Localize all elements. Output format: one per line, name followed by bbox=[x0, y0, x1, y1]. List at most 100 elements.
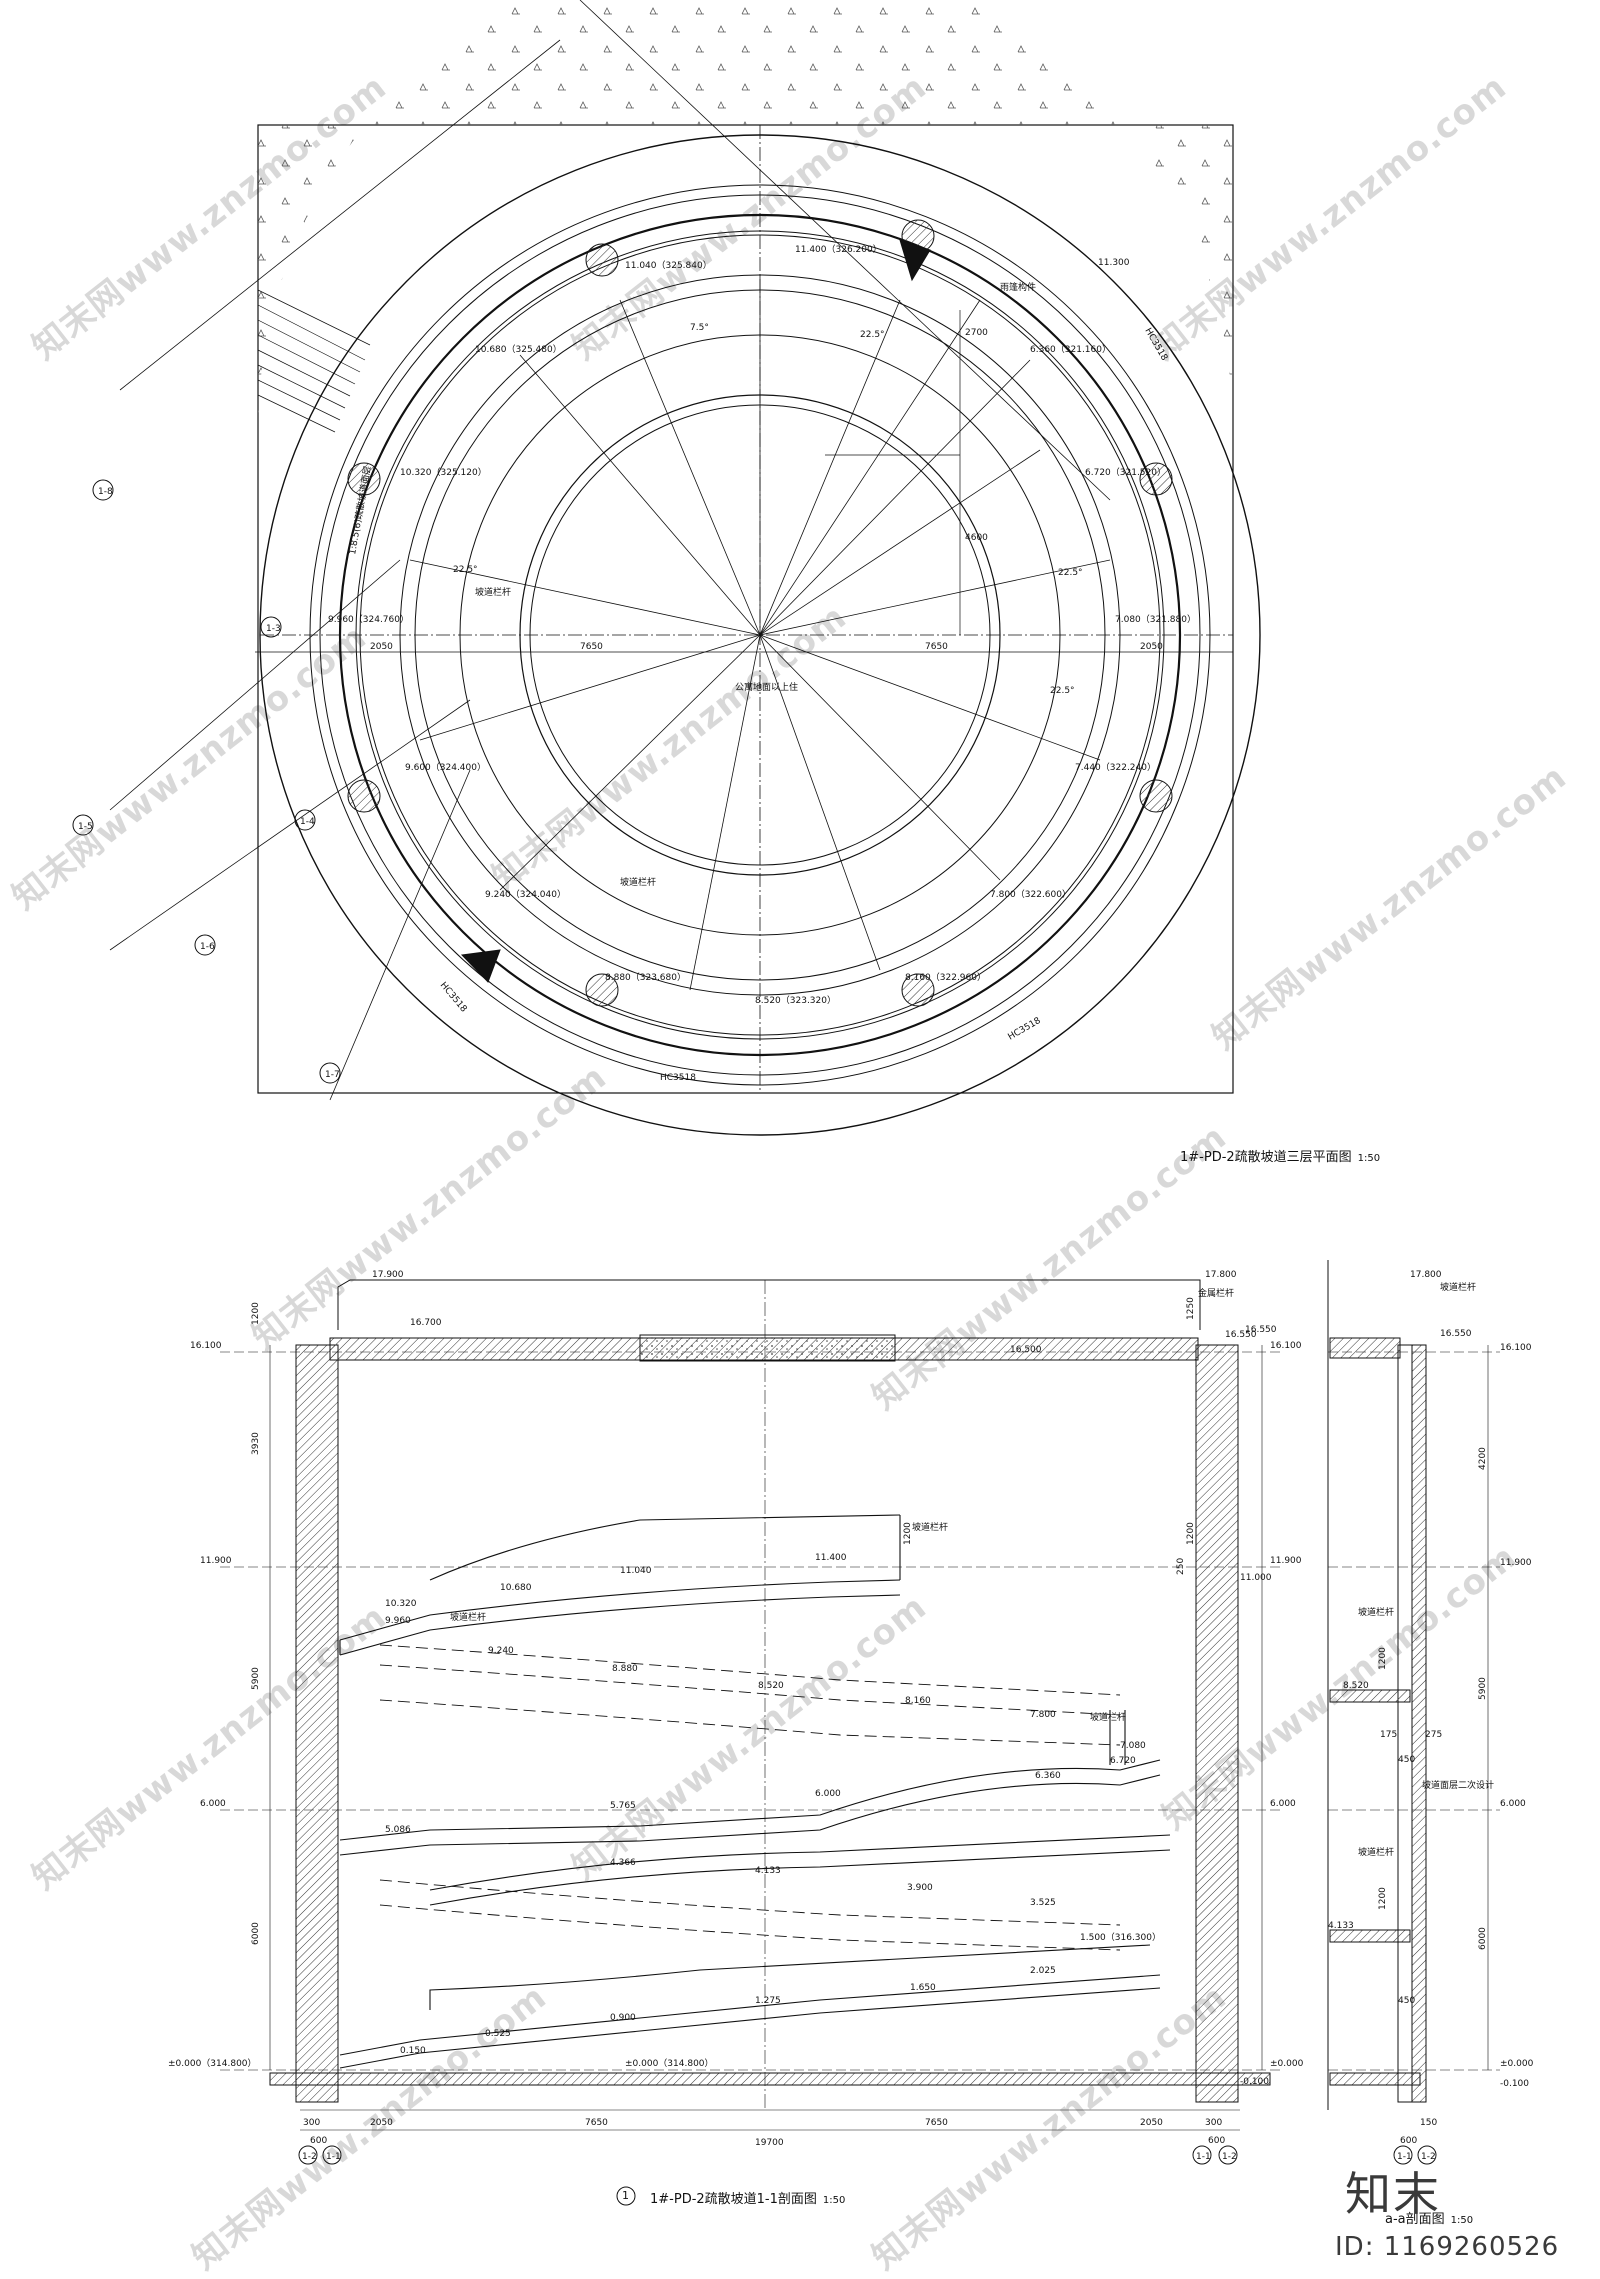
plan-view bbox=[72, 0, 1261, 1136]
level-label: 6.000 bbox=[200, 1799, 226, 1809]
section-scale: 1:50 bbox=[822, 2195, 846, 2206]
axis-bubble bbox=[1218, 2145, 1238, 2165]
axis-label: 1-5 bbox=[78, 822, 93, 832]
level-label: 8.520 bbox=[1343, 1681, 1369, 1691]
level-label: 11.900 bbox=[200, 1556, 232, 1566]
dim-label: 4200 bbox=[1478, 1447, 1488, 1470]
dim-label: 1200 bbox=[903, 1522, 913, 1545]
elevation-label: 7.080（321.880） bbox=[1115, 614, 1196, 625]
axis-bubble bbox=[92, 479, 114, 501]
note-label: 金属栏杆 bbox=[1198, 1287, 1234, 1299]
detail-beam bbox=[1329, 1929, 1411, 1943]
ramp-direction-arrow bbox=[460, 949, 501, 983]
axis-label: 1-8 bbox=[98, 487, 113, 497]
axis-bubble bbox=[1192, 2145, 1212, 2165]
level-label: ±0.000（314.800） bbox=[168, 2058, 257, 2069]
ramp-level-label: 11.400 bbox=[815, 1553, 847, 1563]
wall-right bbox=[1195, 1344, 1239, 2103]
elevation-label: 8.520（323.320） bbox=[755, 995, 836, 1006]
plan-frame bbox=[257, 124, 1234, 1094]
angle-label: 22.5° bbox=[1058, 568, 1083, 578]
level-label: 16.700 bbox=[410, 1318, 442, 1328]
section-title: 1#-PD-2疏散坡道1-1剖面图 bbox=[650, 2192, 817, 2207]
ramp-level-label: 0.525 bbox=[485, 2029, 511, 2039]
axis-label: 1-3 bbox=[266, 624, 281, 634]
angle-label: 22.5° bbox=[453, 565, 478, 575]
axis-bubble bbox=[194, 934, 216, 956]
detail-scale: 1:50 bbox=[1450, 2215, 1474, 2226]
detail-wall bbox=[1397, 1344, 1413, 2103]
elevation-label: 10.320（325.120） bbox=[400, 467, 487, 478]
dim-label: 6000 bbox=[1478, 1927, 1488, 1950]
axis-label: 1-2 bbox=[302, 2152, 317, 2162]
level-label: 16.500 bbox=[1010, 1345, 1042, 1355]
section-labels: 16.100 11.900 6.000 ±0.000（314.800） 16.5… bbox=[168, 1270, 1304, 2162]
dim-label: 19700 bbox=[755, 2138, 784, 2148]
dim-label: 2050 bbox=[1140, 642, 1163, 652]
brand-id: ID: 1169260526 bbox=[1335, 2232, 1560, 2262]
level-label: 11.900 bbox=[1270, 1556, 1302, 1566]
level-label: 16.100 bbox=[1500, 1343, 1532, 1353]
axis-bubble bbox=[260, 616, 282, 638]
axis-bubble bbox=[294, 809, 316, 831]
axis-bubble bbox=[1393, 2145, 1413, 2165]
axis-label: 1-2 bbox=[1222, 2152, 1237, 2162]
ramp-level-label: 5.765 bbox=[610, 1801, 636, 1811]
elevation-label: 8.160（322.960） bbox=[905, 972, 986, 983]
dim-label: 2050 bbox=[1140, 2118, 1163, 2128]
dim-label: 300 bbox=[303, 2118, 320, 2128]
column bbox=[1139, 462, 1173, 496]
note-label: HC3518 bbox=[438, 981, 469, 1015]
note-label: 雨篷构件 bbox=[1000, 281, 1036, 293]
ramp-level-label: 7.080 bbox=[1120, 1741, 1146, 1751]
ramp-level-label: 5.086 bbox=[385, 1825, 411, 1835]
ramp-level-label: 8.880 bbox=[612, 1664, 638, 1674]
axis-bubble bbox=[72, 814, 94, 836]
note-label: 坡道栏杆 bbox=[1358, 1846, 1394, 1858]
dim-label: 1200 bbox=[1186, 1522, 1196, 1545]
section-number: 1 bbox=[622, 2189, 629, 2202]
elevation-label: 11.400（326.200） bbox=[795, 244, 882, 255]
section-view bbox=[220, 1279, 1280, 2206]
note-label: 坡道栏杆 bbox=[1090, 1711, 1126, 1723]
ramp-level-label: 7.800 bbox=[1030, 1710, 1056, 1720]
note-label: HC3518 bbox=[1142, 327, 1169, 363]
ramp-level-label: 6.360 bbox=[1035, 1771, 1061, 1781]
ramps-beyond bbox=[379, 1644, 1121, 1951]
detail-base bbox=[1329, 2072, 1421, 2086]
detail-labels: 17.800 16.550 16.100 11.900 8.520 6.000 … bbox=[1328, 1270, 1534, 2162]
note-label: HC3518 bbox=[1007, 1016, 1043, 1043]
axis-diagonal bbox=[109, 559, 401, 811]
dim-label: 7650 bbox=[925, 2118, 948, 2128]
brand-logo: 知末 bbox=[1345, 2167, 1441, 2221]
elevation-label: 11.300 bbox=[1098, 258, 1130, 268]
ramp-level-label: 6.000 bbox=[815, 1789, 841, 1799]
planting-area bbox=[258, 0, 1233, 430]
note-label: 坡道栏杆 bbox=[1358, 1606, 1394, 1618]
axis-bubble bbox=[319, 1062, 341, 1084]
column bbox=[901, 973, 935, 1007]
detail-slab bbox=[1329, 1337, 1401, 1359]
elevation-label: 9.600（324.400） bbox=[405, 762, 486, 773]
dim-label: 6000 bbox=[251, 1922, 261, 1945]
ramp-level-label: 6.720 bbox=[1110, 1756, 1136, 1766]
column bbox=[585, 243, 619, 277]
dim-label: 7650 bbox=[925, 642, 948, 652]
level-label: 16.550 bbox=[1225, 1330, 1257, 1340]
level-label: 16.100 bbox=[1270, 1341, 1302, 1351]
elevation-label: 8.880（323.680） bbox=[605, 972, 686, 983]
parapet bbox=[337, 1279, 1201, 1330]
level-label: -0.100 bbox=[1500, 2079, 1529, 2089]
elevation-label: 7.800（322.600） bbox=[990, 889, 1071, 900]
axis-label: 1-1 bbox=[326, 2152, 341, 2162]
axis-bubble bbox=[322, 2145, 342, 2165]
plan-labels: 11.400（326.200） 11.040（325.840） 10.680（3… bbox=[78, 244, 1196, 1083]
axis-diagonal bbox=[119, 39, 561, 391]
detail-view bbox=[1327, 1260, 1500, 2165]
ramp-level-label: 1.275 bbox=[755, 1996, 781, 2006]
ramp-level-label: ±0.000（314.800） bbox=[625, 2058, 714, 2069]
column bbox=[585, 973, 619, 1007]
level-label: ±0.000 bbox=[1270, 2059, 1304, 2069]
